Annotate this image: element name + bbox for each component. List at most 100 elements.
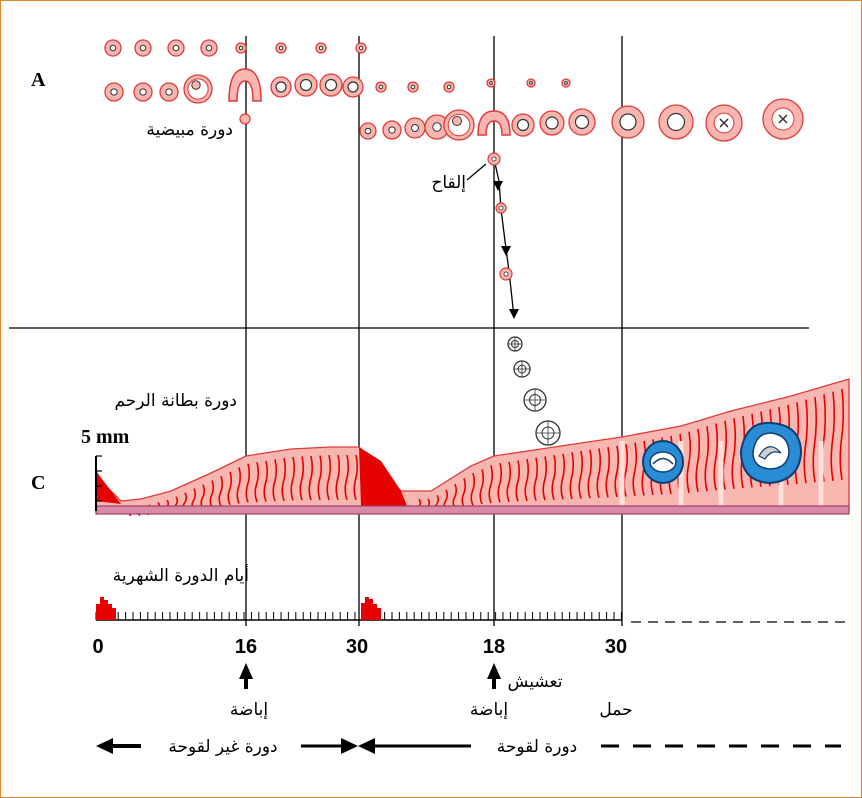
tick-label-30: 30 — [346, 636, 368, 658]
ovulation-arrow-1 — [239, 663, 253, 689]
follicle — [355, 42, 367, 54]
non-fertile-cycle-label: دورة غير لقوحة — [168, 737, 277, 757]
cycle-arrow-meet-right — [341, 738, 358, 754]
menstrual-shedding — [96, 471, 121, 504]
ovarian-follicles — [104, 39, 804, 142]
uterine-gland — [722, 420, 728, 490]
follicle — [294, 73, 318, 97]
follicle — [200, 39, 218, 57]
menstruation-bar — [369, 599, 373, 620]
uterine-gland — [470, 472, 476, 506]
corpus-mark — [719, 118, 729, 128]
follicle-oocyte — [109, 44, 117, 52]
cycle-arrow-left — [96, 738, 141, 754]
uterine-gland — [317, 455, 323, 501]
ovarian-cycle-label: دورة مبيضية — [146, 120, 233, 140]
follicle — [133, 82, 153, 102]
ruptured-follicle-wall — [228, 68, 262, 102]
follicle-oocyte — [378, 84, 384, 90]
follicle-oocyte — [278, 45, 284, 51]
descent-arrowhead — [501, 246, 511, 256]
follicle — [167, 39, 185, 57]
uterine-gland — [839, 388, 845, 481]
follicle — [705, 104, 743, 142]
uterine-gland — [263, 460, 269, 502]
follicle — [539, 110, 565, 136]
follicle-oocyte — [110, 88, 118, 96]
uterine-gland — [803, 399, 809, 484]
uterine-gland — [605, 446, 611, 498]
panel-label-a: A — [31, 69, 46, 91]
menstruation-bar — [377, 608, 381, 620]
panel-label-c: C — [31, 472, 45, 494]
cycle-arrow-meet-left — [358, 738, 375, 754]
zygote-descent-path — [487, 152, 561, 446]
follicle — [270, 76, 292, 98]
follicle-oocyte — [172, 44, 180, 52]
follicle — [134, 39, 152, 57]
follicle-oocyte — [165, 88, 173, 96]
follicle — [359, 122, 377, 140]
uterine-cycle-label: دورة بطانة الرحم — [114, 391, 237, 411]
uterine-gland — [218, 475, 224, 507]
uterine-gland — [632, 442, 638, 497]
follicle — [159, 82, 179, 102]
follicle — [658, 104, 694, 140]
tick-label-16: 16 — [235, 636, 257, 658]
follicle-oocyte — [347, 81, 359, 93]
follicle — [611, 105, 645, 139]
follicle-oocyte — [139, 88, 147, 96]
follicle — [511, 113, 535, 137]
follicle — [275, 42, 287, 54]
menstrual-shedding — [359, 447, 407, 506]
uterine-gland — [326, 454, 332, 501]
uterine-gland — [596, 448, 602, 499]
uterine-gland — [254, 462, 260, 503]
uterine-gland — [308, 455, 314, 501]
uterine-gland — [245, 463, 251, 503]
uterine-gland — [227, 471, 233, 506]
ovulation-arrow-2 — [487, 663, 501, 689]
uterine-gland — [524, 458, 530, 502]
uterine-gland — [353, 454, 359, 501]
uterine-gland — [236, 467, 242, 504]
zygote-core — [498, 205, 504, 211]
uterine-gland — [695, 428, 701, 493]
tick-label-18: 18 — [483, 636, 505, 658]
follicle-oocyte — [529, 81, 533, 85]
menstruation-bar — [112, 608, 116, 620]
fertilization-pointer — [466, 163, 487, 181]
descent-arrowhead — [493, 181, 503, 191]
follicle-oocyte — [358, 45, 364, 51]
follicle — [315, 42, 327, 54]
uterine-gland — [731, 418, 737, 489]
follicle — [104, 39, 122, 57]
uterine-gland — [542, 456, 548, 501]
follicle-oocyte — [432, 122, 442, 132]
follicle-oocyte — [324, 78, 338, 92]
menstruation-bar — [361, 603, 365, 620]
menstruation-bar — [108, 604, 112, 620]
menstruation-bar — [104, 600, 108, 620]
uterine-gland — [461, 478, 467, 508]
implanted-embryo-large — [739, 421, 803, 485]
uterine-gland — [578, 450, 584, 499]
follicle — [486, 78, 496, 88]
follicle — [443, 81, 455, 93]
ruptured-follicle-wall — [477, 110, 511, 136]
follicle — [342, 76, 364, 98]
uterine-gland — [533, 457, 539, 501]
follicle-oocyte — [516, 118, 530, 132]
menstruation-bar — [100, 597, 104, 620]
uterine-gland — [344, 454, 350, 501]
uterine-gland — [488, 465, 494, 504]
menstruation-bar — [373, 604, 377, 620]
zygote-core — [503, 271, 509, 277]
fertile-cycle-label: دورة لقوحة — [497, 737, 577, 757]
cumulus — [452, 116, 462, 126]
follicle-oocyte — [619, 113, 637, 131]
follicle-oocyte — [564, 81, 568, 85]
uterine-gland — [569, 452, 575, 500]
